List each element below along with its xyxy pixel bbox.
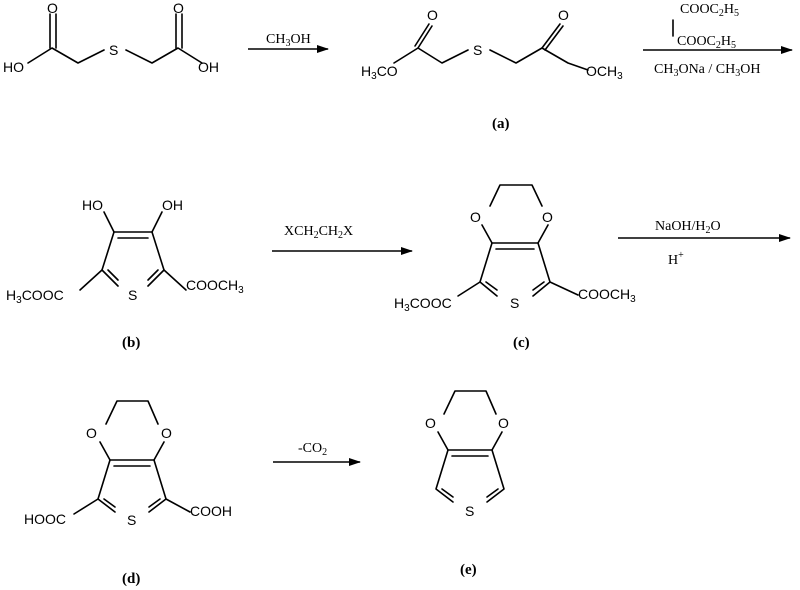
arrow-step3: XCH2CH2X: [272, 224, 413, 255]
atom-o: O: [161, 425, 172, 441]
atom-o: O: [498, 415, 509, 431]
atom-ho: HO: [3, 59, 24, 75]
atom-s: S: [127, 512, 136, 528]
reagent-naoh: NaOH/H2O: [655, 219, 721, 236]
atom-och3: OCH3: [586, 63, 623, 82]
compound-d: O O S HOOC COOH (d): [24, 400, 232, 587]
atom-s: S: [473, 42, 482, 58]
atom-oh: OH: [162, 197, 183, 213]
atom-ho: HO: [82, 197, 103, 213]
atom-s: S: [465, 503, 474, 519]
label-e: (e): [460, 562, 477, 578]
compound-a: O O H3CO OCH3 S (a): [361, 7, 623, 132]
atom-o: O: [470, 209, 481, 225]
arrow-step5: -CO2: [273, 441, 361, 466]
reagent-oxalate-top: COOC2H5: [680, 2, 739, 19]
atom-o: O: [427, 7, 438, 23]
atom-o: O: [542, 209, 553, 225]
atom-h3co: H3CO: [361, 63, 398, 82]
arrow-step4: NaOH/H2O H+: [618, 219, 791, 268]
reagent-methanol: CH3OH: [266, 32, 311, 49]
arrow-step1: CH3OH: [248, 32, 329, 53]
label-b: (b): [122, 335, 140, 351]
atom-o: O: [425, 415, 436, 431]
atom-h3cooc: H3COOC: [6, 287, 64, 306]
compound-e: O O S (e): [425, 390, 509, 578]
atom-s: S: [510, 295, 519, 311]
reagent-dihaloethane: XCH2CH2X: [284, 224, 353, 241]
reagent-sodium-methoxide: CH3ONa / CH3OH: [654, 62, 760, 79]
atom-h3cooc: H3COOC: [394, 295, 452, 314]
atom-o: O: [86, 425, 97, 441]
thiodiglycolic-acid: O O HO OH S: [3, 0, 219, 75]
atom-o: O: [173, 0, 184, 16]
compound-c: O O S H3COOC COOCH3 (c): [394, 184, 636, 351]
atom-s: S: [109, 42, 118, 58]
atom-cooh: COOH: [190, 503, 232, 519]
arrow-step2: COOC2H5 COOC2H5 CH3ONa / CH3OH: [643, 2, 793, 79]
label-c: (c): [513, 335, 530, 351]
reagent-decarboxylation: -CO2: [298, 441, 327, 458]
reagent-oxalate-bottom: COOC2H5: [677, 34, 736, 51]
reagent-acid: H+: [668, 250, 684, 268]
atom-oh: OH: [198, 59, 219, 75]
label-d: (d): [122, 571, 140, 587]
atom-o: O: [47, 0, 58, 16]
atom-s: S: [128, 287, 137, 303]
atom-cooch3: COOCH3: [578, 286, 636, 305]
atom-cooch3: COOCH3: [186, 277, 244, 296]
atom-o: O: [558, 7, 569, 23]
label-a: (a): [492, 116, 510, 132]
compound-b: HO OH S H3COOC COOCH3 (b): [6, 197, 244, 351]
atom-hooc: HOOC: [24, 511, 66, 527]
